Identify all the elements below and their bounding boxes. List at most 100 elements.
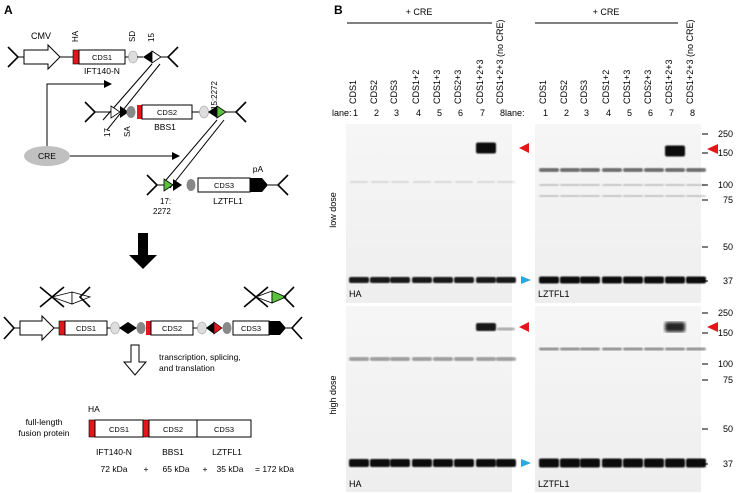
- fusion-label-2: fusion protein: [18, 428, 69, 438]
- blot-band: [665, 276, 685, 284]
- mw-label: 37: [723, 459, 733, 469]
- blot-band: [560, 276, 580, 284]
- cre-label: CRE: [38, 151, 56, 161]
- sd-site: [128, 50, 138, 64]
- blot-band: [644, 458, 664, 468]
- lane-name: CDS2+3: [643, 70, 653, 104]
- blot-band: [560, 184, 580, 186]
- lox15-site-1: [143, 51, 152, 63]
- lane-name: CDS1: [538, 80, 548, 104]
- lane-headers: CDS11CDS22CDS33CDS1+24CDS1+35CDS2+36CDS1…: [348, 19, 695, 118]
- lane-name: CDS1+3: [622, 70, 632, 104]
- blot-band: [580, 195, 600, 197]
- blot-band: [580, 347, 600, 351]
- sd-site-2: [199, 105, 209, 119]
- cre-group: CRE: [24, 80, 180, 166]
- lane-number: 8: [690, 108, 695, 118]
- blot-band: [580, 458, 600, 468]
- lane-name: CDS3: [389, 80, 399, 104]
- size-2: 65 kDa: [163, 464, 190, 474]
- sa-site-3: [186, 179, 196, 191]
- fusion-part-1: IFT140-N: [96, 447, 132, 457]
- rec-cds2-text: CDS2: [162, 324, 182, 333]
- blot-band: [686, 184, 706, 186]
- lane-name: CDS2+3: [453, 70, 463, 104]
- blot-band: [665, 458, 685, 468]
- blot-band: [602, 347, 622, 351]
- blot-band: [370, 277, 390, 283]
- lane-name: CDS1+2+3: [664, 59, 674, 104]
- antibody-lztfl1-high: LZTFL1: [538, 479, 570, 489]
- blot-band: [623, 168, 643, 172]
- lane-name: CDS1+2+3: [475, 59, 485, 104]
- blot-band: [560, 458, 580, 468]
- blot-band: [497, 327, 515, 331]
- cre-header-right: + CRE: [593, 7, 620, 17]
- blot-band: [390, 459, 410, 467]
- itr-left-3: [146, 174, 159, 196]
- sa-site: [126, 106, 136, 118]
- blot-band: [665, 184, 685, 186]
- mw-label: 50: [723, 424, 733, 434]
- blot-band: [623, 184, 643, 186]
- recombined-construct: CDS1 CDS2 CDS3: [3, 314, 303, 342]
- excised-product-left: [39, 286, 92, 308]
- lox15-label: 15: [147, 33, 156, 42]
- lane-number: 7: [669, 108, 674, 118]
- blot-band: [454, 357, 474, 361]
- blot-band: [644, 184, 664, 186]
- ha-label: HA: [71, 30, 80, 42]
- blot-band: [602, 195, 622, 197]
- lane-name: CDS1+2+3 (no CRE): [685, 19, 695, 104]
- blot-band: [434, 181, 452, 183]
- fusion-ha-label: HA: [88, 404, 100, 414]
- panel-a-letter: A: [4, 3, 13, 17]
- cre-enzyme: [24, 146, 70, 166]
- itr-right-1: [166, 46, 179, 68]
- lox17-site-2: [110, 105, 121, 119]
- blot-band: [644, 195, 664, 197]
- blot-band: [454, 277, 474, 283]
- lane-name: CDS1: [348, 80, 358, 104]
- blot-band: [665, 145, 685, 157]
- itr-right-3: [276, 174, 289, 196]
- lane-name: CDS1+3: [432, 70, 442, 104]
- blot-band: [350, 181, 368, 183]
- blot-band: [349, 277, 369, 283]
- mw-label: 150: [718, 148, 733, 158]
- red-arrow-high-left: [519, 322, 529, 332]
- blot-band: [686, 276, 706, 284]
- fusion-cds1: CDS1: [109, 425, 129, 434]
- size-1: 72 kDa: [101, 464, 128, 474]
- blot-band: [370, 357, 390, 361]
- blot-band: [476, 323, 496, 331]
- blot-band: [455, 181, 473, 183]
- lane-number: 4: [606, 108, 611, 118]
- lane-label-right: lane:: [505, 108, 525, 118]
- blot-band: [433, 459, 453, 467]
- blot-band: [665, 322, 685, 332]
- polya-site: [250, 178, 268, 192]
- size-plus-2: +: [203, 464, 208, 474]
- rec-cds3-text: CDS3: [241, 324, 261, 333]
- size-plus-1: +: [144, 464, 149, 474]
- rec-cds1-text: CDS1: [76, 324, 96, 333]
- blot-band: [454, 459, 474, 467]
- fusion-part-2: BBS1: [162, 447, 184, 457]
- blot-band: [539, 195, 559, 197]
- size-total: = 172 kDa: [255, 464, 294, 474]
- blot-band: [665, 347, 685, 351]
- dose-high-label: high dose: [328, 375, 338, 414]
- blot-band: [539, 347, 559, 351]
- blot-band: [391, 181, 409, 183]
- lox17-2272-label-a: 17:: [160, 197, 171, 206]
- ift140n-label: IFT140-N: [84, 66, 120, 76]
- cmv-promoter-arrow: [23, 43, 61, 71]
- mw-label: 100: [718, 180, 733, 190]
- lane-number: 6: [458, 108, 463, 118]
- blot-band: [496, 459, 516, 467]
- panel-b-letter: B: [334, 3, 343, 17]
- ha-tag: [72, 49, 80, 65]
- blot-band: [349, 459, 369, 467]
